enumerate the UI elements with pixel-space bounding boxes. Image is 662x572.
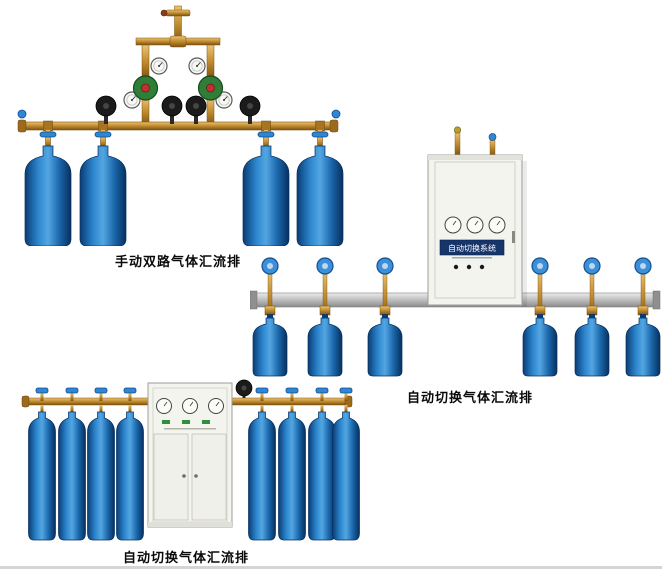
door-knob <box>182 474 186 478</box>
product-photo-manual-dual-manifold: 手动双路气体汇流排 <box>8 4 348 270</box>
indicator-light <box>162 420 170 424</box>
ball-valve-knob <box>454 126 462 134</box>
cylinder-valve-station <box>376 257 394 323</box>
cabinet-plate-text: 自动切换系统 <box>448 243 496 253</box>
gas-cylinder <box>252 313 288 377</box>
gas-cylinder <box>28 411 56 541</box>
cabinet-doors <box>153 433 227 521</box>
shutoff-valve-handwheel <box>95 95 117 125</box>
pressure-gauge <box>150 57 168 75</box>
cabinet-gauge <box>488 216 506 234</box>
cylinder-valve-station <box>316 257 334 323</box>
manual-manifold-illustration <box>17 5 344 246</box>
cylinder-valve-station <box>634 257 652 323</box>
gas-cylinder <box>24 131 72 246</box>
product-photo-auto-switch-cabinet: 自动切换气体汇流排 <box>12 376 360 566</box>
cabinet-gauge <box>208 398 224 414</box>
cylinder-valve-station <box>583 257 601 323</box>
door-knob <box>194 474 198 478</box>
control-cabinet <box>147 382 233 528</box>
indicator-light <box>182 420 190 424</box>
indicator-dot <box>453 264 459 270</box>
valve-knob <box>488 133 497 141</box>
gas-cylinder <box>367 313 403 377</box>
gas-cylinder <box>116 411 144 541</box>
cabinet-top-pipes <box>454 126 497 157</box>
cylinder-valve-station <box>531 257 549 323</box>
cabinet-handle <box>512 231 515 243</box>
indicator-dot <box>466 264 472 270</box>
cabinet-gauge <box>466 216 484 234</box>
pressure-gauge <box>188 57 206 75</box>
shutoff-valve-handwheel <box>185 95 207 125</box>
cabinet-gauge <box>156 398 172 414</box>
indicator-dot <box>479 264 485 270</box>
gas-cylinder <box>87 411 115 541</box>
manifold-top-inlet-pipe <box>160 5 191 45</box>
cylinder-valve-station <box>261 257 279 323</box>
pressure-regulator-left <box>123 57 168 109</box>
end-valve-cap <box>331 109 341 119</box>
cabinet-gauge <box>182 398 198 414</box>
gas-cylinder <box>248 411 276 541</box>
product-photo-auto-switch-rail: 自动切换系统 自动切换气体汇流排 <box>250 126 662 406</box>
gas-cylinder <box>79 131 127 246</box>
cabinet-name-plate: 自动切换系统 <box>439 239 505 259</box>
gas-cylinder <box>308 411 336 541</box>
auto-switch-rail-illustration: 自动切换系统 <box>250 126 661 377</box>
cylinder-riser-pipes <box>40 405 348 412</box>
product-caption-manual-dual: 手动双路气体汇流排 <box>114 255 241 270</box>
end-valve-cap <box>17 109 27 119</box>
gas-cylinder <box>307 313 343 377</box>
cabinet-gauge <box>444 216 462 234</box>
gas-cylinder <box>574 313 610 377</box>
gas-cylinder <box>58 411 86 541</box>
shutoff-valve-handwheel <box>239 95 261 125</box>
manifold-main-pipe <box>17 109 341 133</box>
gas-cylinder <box>522 313 558 377</box>
indicator-light <box>202 420 210 424</box>
control-cabinet: 自动切换系统 <box>427 154 527 307</box>
auto-switch-cabinet-illustration <box>21 379 360 541</box>
product-caption-auto-switch-cabinet: 自动切换气体汇流排 <box>122 551 249 566</box>
page-bottom-edge <box>0 566 662 569</box>
shutoff-valve-handwheel <box>235 379 253 398</box>
gas-cylinder <box>278 411 306 541</box>
gas-cylinder <box>625 313 661 377</box>
pressure-regulator-right <box>188 57 233 109</box>
gas-cylinder <box>332 411 360 541</box>
shutoff-valve-handwheel <box>161 95 183 125</box>
product-caption-auto-switch-rail: 自动切换气体汇流排 <box>406 391 533 406</box>
inlet-valve-knob <box>160 9 168 17</box>
